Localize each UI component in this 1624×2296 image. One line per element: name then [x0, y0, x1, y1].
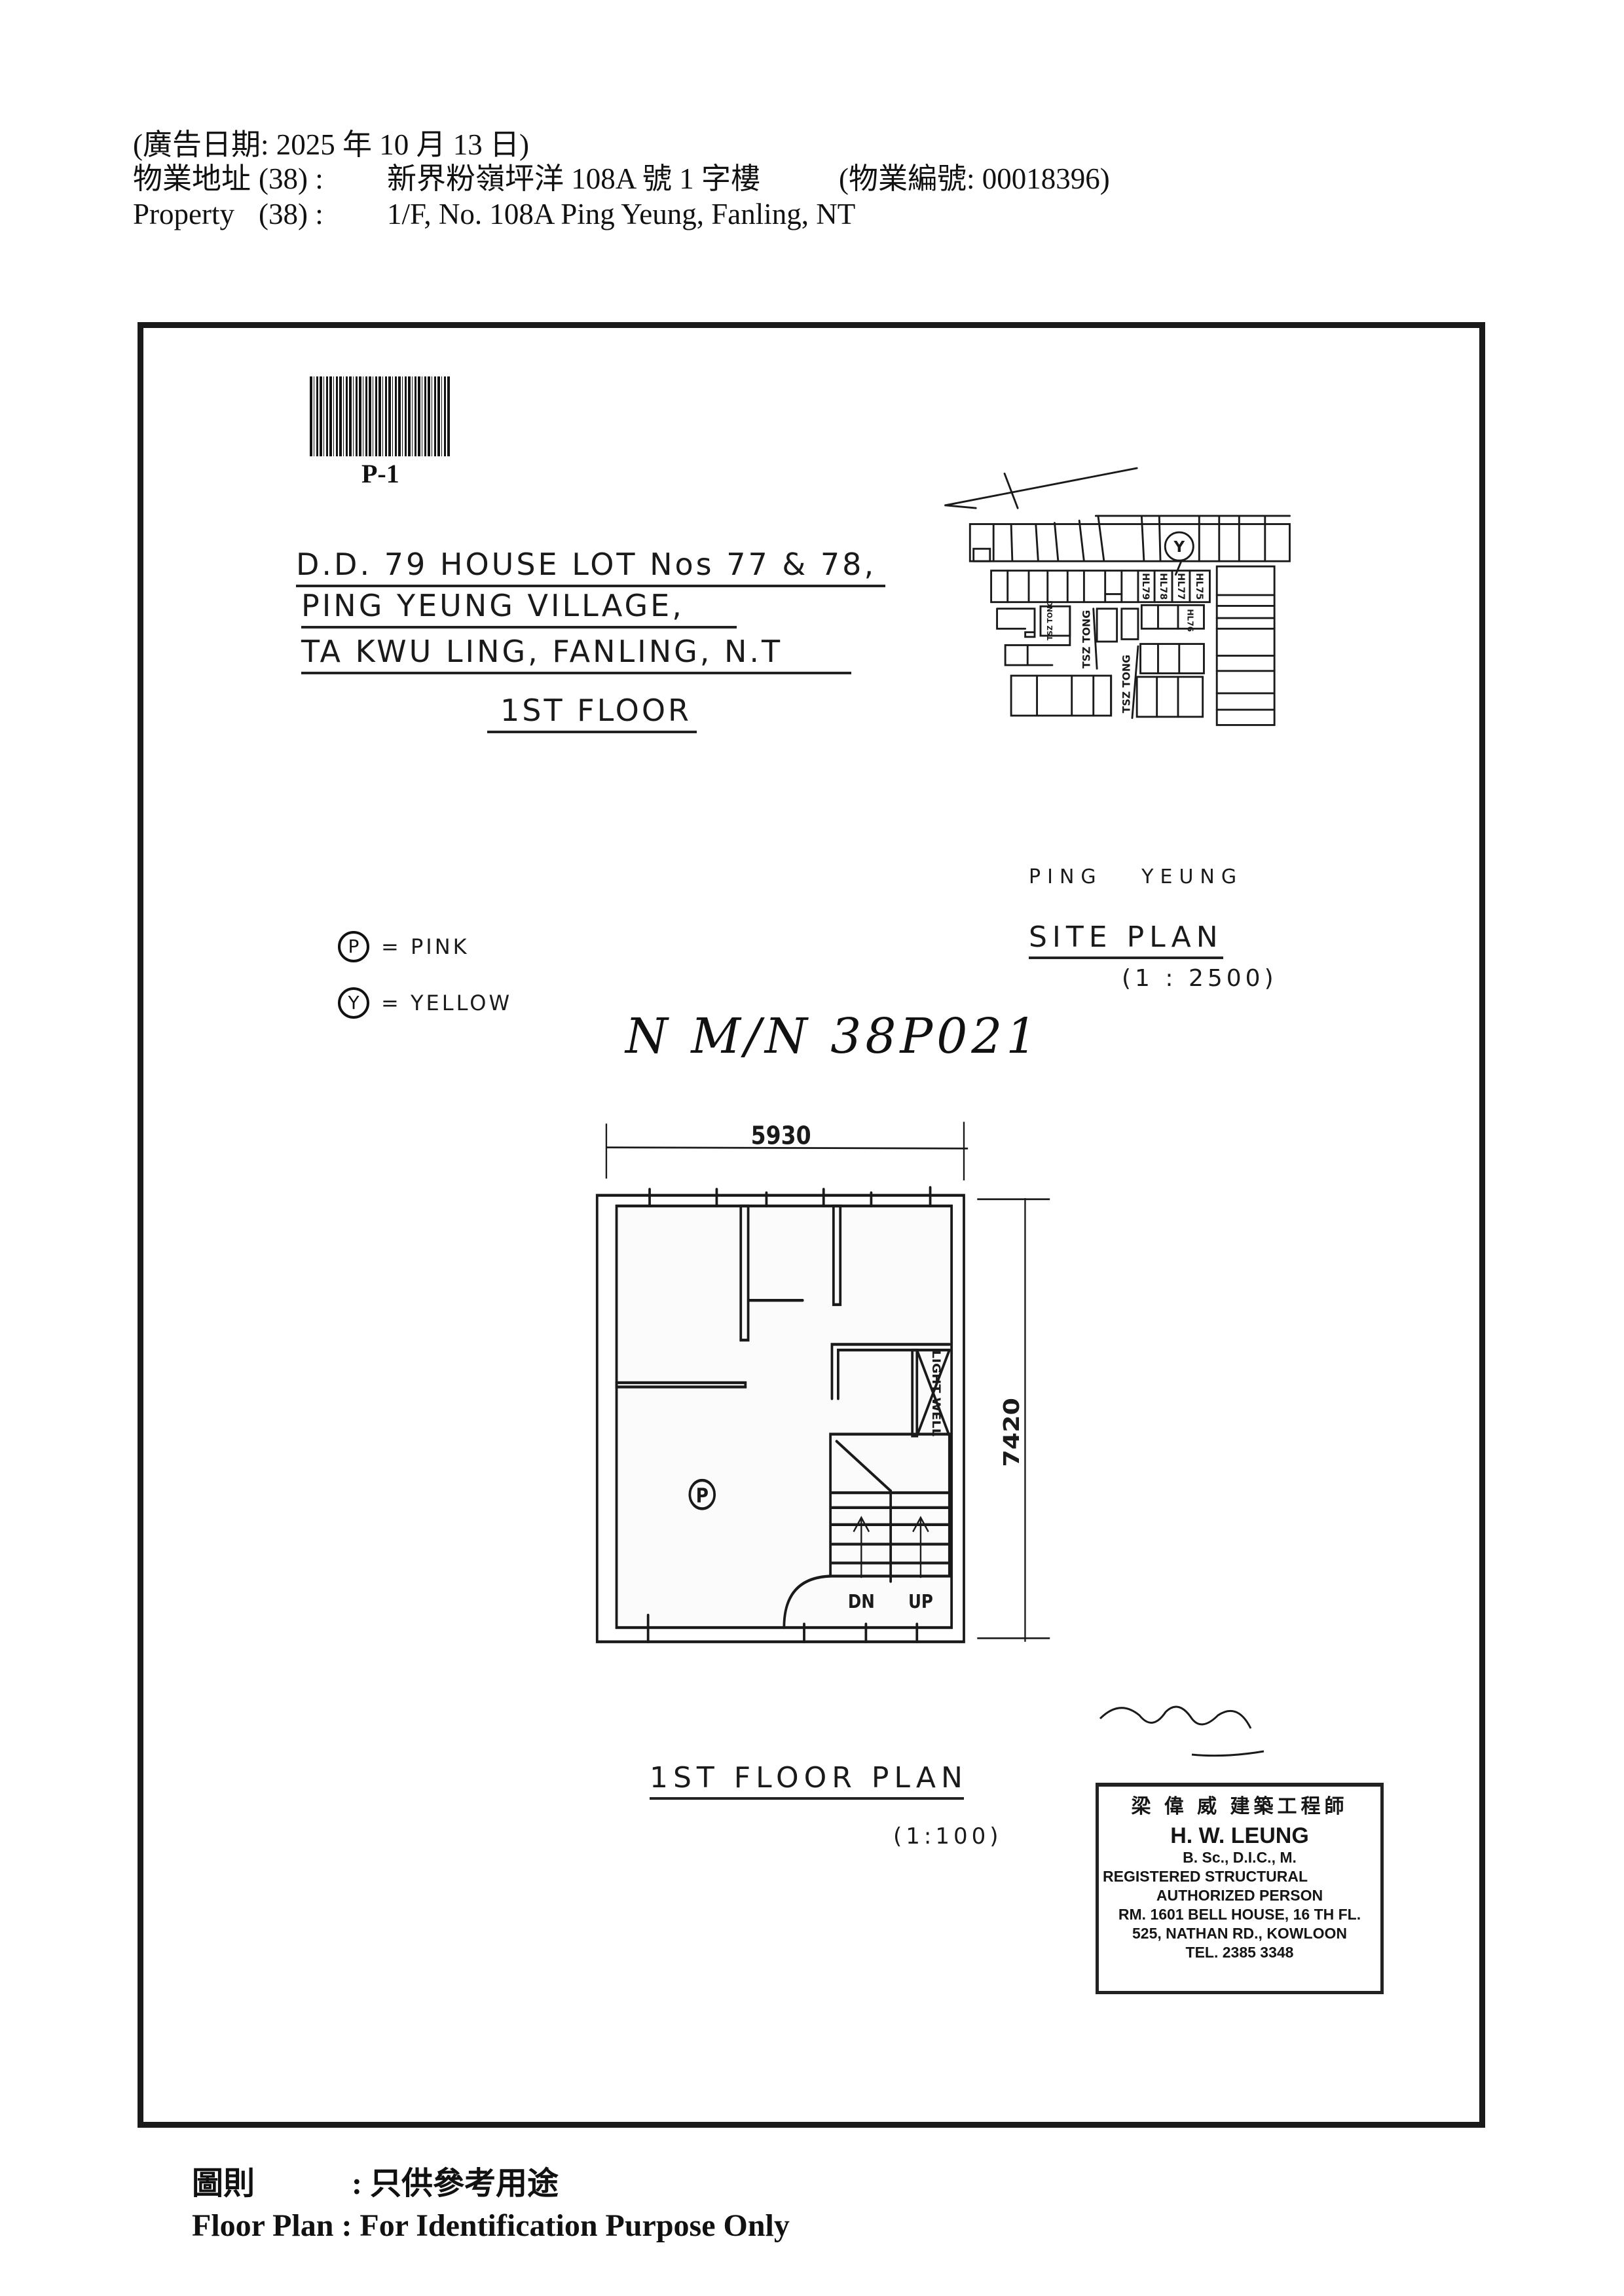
advert-date: (廣告日期: 2025 年 10 月 13 日) [133, 128, 529, 161]
page-code: P-1 [361, 459, 399, 488]
address-zh: 新界粉嶺坪洋 108A 號 1 字樓 [387, 162, 761, 195]
stair-arrow-up-icon [912, 1516, 929, 1578]
stamp-line-7: 525, NATHAN RD., KOWLOON [1132, 1925, 1347, 1942]
property-label-en: Property [133, 198, 234, 230]
title-line-1: D.D. 79 HOUSE LOT Nos 77 & 78, [296, 547, 885, 587]
barcode [310, 376, 451, 456]
legend-yellow: Y = YELLOW [338, 987, 512, 1019]
depth-dimension-label: 7420 [999, 1398, 1024, 1467]
lot-label: HL76 [1185, 609, 1194, 632]
floor-plan-scale: (1:100) [893, 1823, 1003, 1850]
stair-arrow-down-icon [853, 1516, 870, 1578]
property-number: (物業編號: 00018396) [839, 162, 1110, 195]
legend-yellow-label: = YELLOW [381, 991, 513, 1015]
stamp-line-3: B. Sc., D.I.C., M. [1183, 1849, 1297, 1866]
window-marks [646, 1186, 932, 1643]
address-number: (38) : [259, 162, 323, 195]
lot-label: HL75 [1194, 573, 1204, 600]
signature-icon [1099, 1705, 1264, 1757]
stamp-line-1: 梁 偉 威 建築工程師 [1131, 1796, 1348, 1817]
engineer-stamp: 梁 偉 威 建築工程師 H. W. LEUNG B. Sc., D.I.C., … [1096, 1783, 1384, 1994]
internal-walls [615, 1204, 951, 1583]
footer-label-zh: 圖則 [192, 2166, 255, 2201]
light-well-label: LIGHT WELL [929, 1350, 942, 1436]
lot-label: HL77 [1175, 573, 1186, 600]
site-plan-title: SITE PLAN [1029, 920, 1223, 959]
stamp-line-2: H. W. LEUNG [1170, 1823, 1309, 1848]
tsz-tong-label: TSZ TONG [1080, 610, 1092, 668]
address-label-zh: 物業地址 [133, 162, 251, 195]
width-dimension: 5930 [605, 1121, 969, 1180]
lot-label: HL78 [1158, 573, 1168, 600]
floor-title: 1ST FLOOR [487, 693, 697, 733]
handwritten-reference: N M/N 38P021 [625, 1008, 1041, 1065]
yellow-marker-icon: Y [1164, 531, 1194, 576]
north-arrow-icon [944, 467, 1138, 509]
drawing-frame [138, 322, 1485, 2128]
legend-pink-label: = PINK [381, 934, 470, 959]
footer-text-zh: : 只供參考用途 [352, 2166, 559, 2201]
footer-text-en: Floor Plan : For Identification Purpose … [192, 2208, 790, 2243]
width-dimension-label: 5930 [751, 1122, 811, 1151]
stamp-line-6: RM. 1601 BELL HOUSE, 16 TH FL. [1118, 1906, 1361, 1923]
tsz-tong-label: TSZ TONG [1046, 600, 1054, 640]
stamp-line-4: REGISTERED STRUCTURAL [1103, 1868, 1308, 1885]
pink-marker-icon: P [338, 931, 369, 962]
site-plan-scale: (1 : 2500) [1122, 965, 1278, 992]
address-en: 1/F, No. 108A Ping Yeung, Fanling, NT [387, 198, 856, 230]
floor-plan-title: 1ST FLOOR PLAN [650, 1761, 964, 1800]
legend-pink: P = PINK [338, 931, 470, 962]
site-plan-drawing: Y HL79 HL78 HL77 HL75 HL76 TSZ TONG TSZ … [944, 467, 1291, 726]
property-number-en: (38) : [259, 198, 323, 230]
title-line-2: PING YEUNG VILLAGE, [301, 588, 737, 629]
floor-marker-label: P [696, 1484, 709, 1507]
title-line-3: TA KWU LING, FANLING, N.T [301, 634, 851, 674]
stair-down-label: DN [848, 1592, 875, 1613]
lot-label: HL79 [1140, 573, 1151, 600]
site-road-label: PING YEUNG [1029, 866, 1244, 888]
yellow-marker-icon: Y [338, 987, 369, 1019]
floor-plan-drawing: 5930 7420 LIGHT WELL DN UP P [595, 1121, 1050, 1643]
tsz-tong-label: TSZ TONG [1120, 655, 1132, 713]
depth-dimension: 7420 [977, 1198, 1050, 1642]
outer-wall [595, 1194, 965, 1643]
stamp-line-5: AUTHORIZED PERSON [1156, 1887, 1323, 1904]
site-blocks [969, 515, 1291, 726]
site-marker-label: Y [1173, 539, 1185, 556]
stamp-line-8: TEL. 2385 3348 [1185, 1944, 1294, 1961]
stair-up-label: UP [908, 1592, 933, 1613]
door-swing-icon [783, 1575, 832, 1630]
pink-area [616, 1206, 952, 1628]
pink-marker-icon: P [688, 1478, 716, 1510]
